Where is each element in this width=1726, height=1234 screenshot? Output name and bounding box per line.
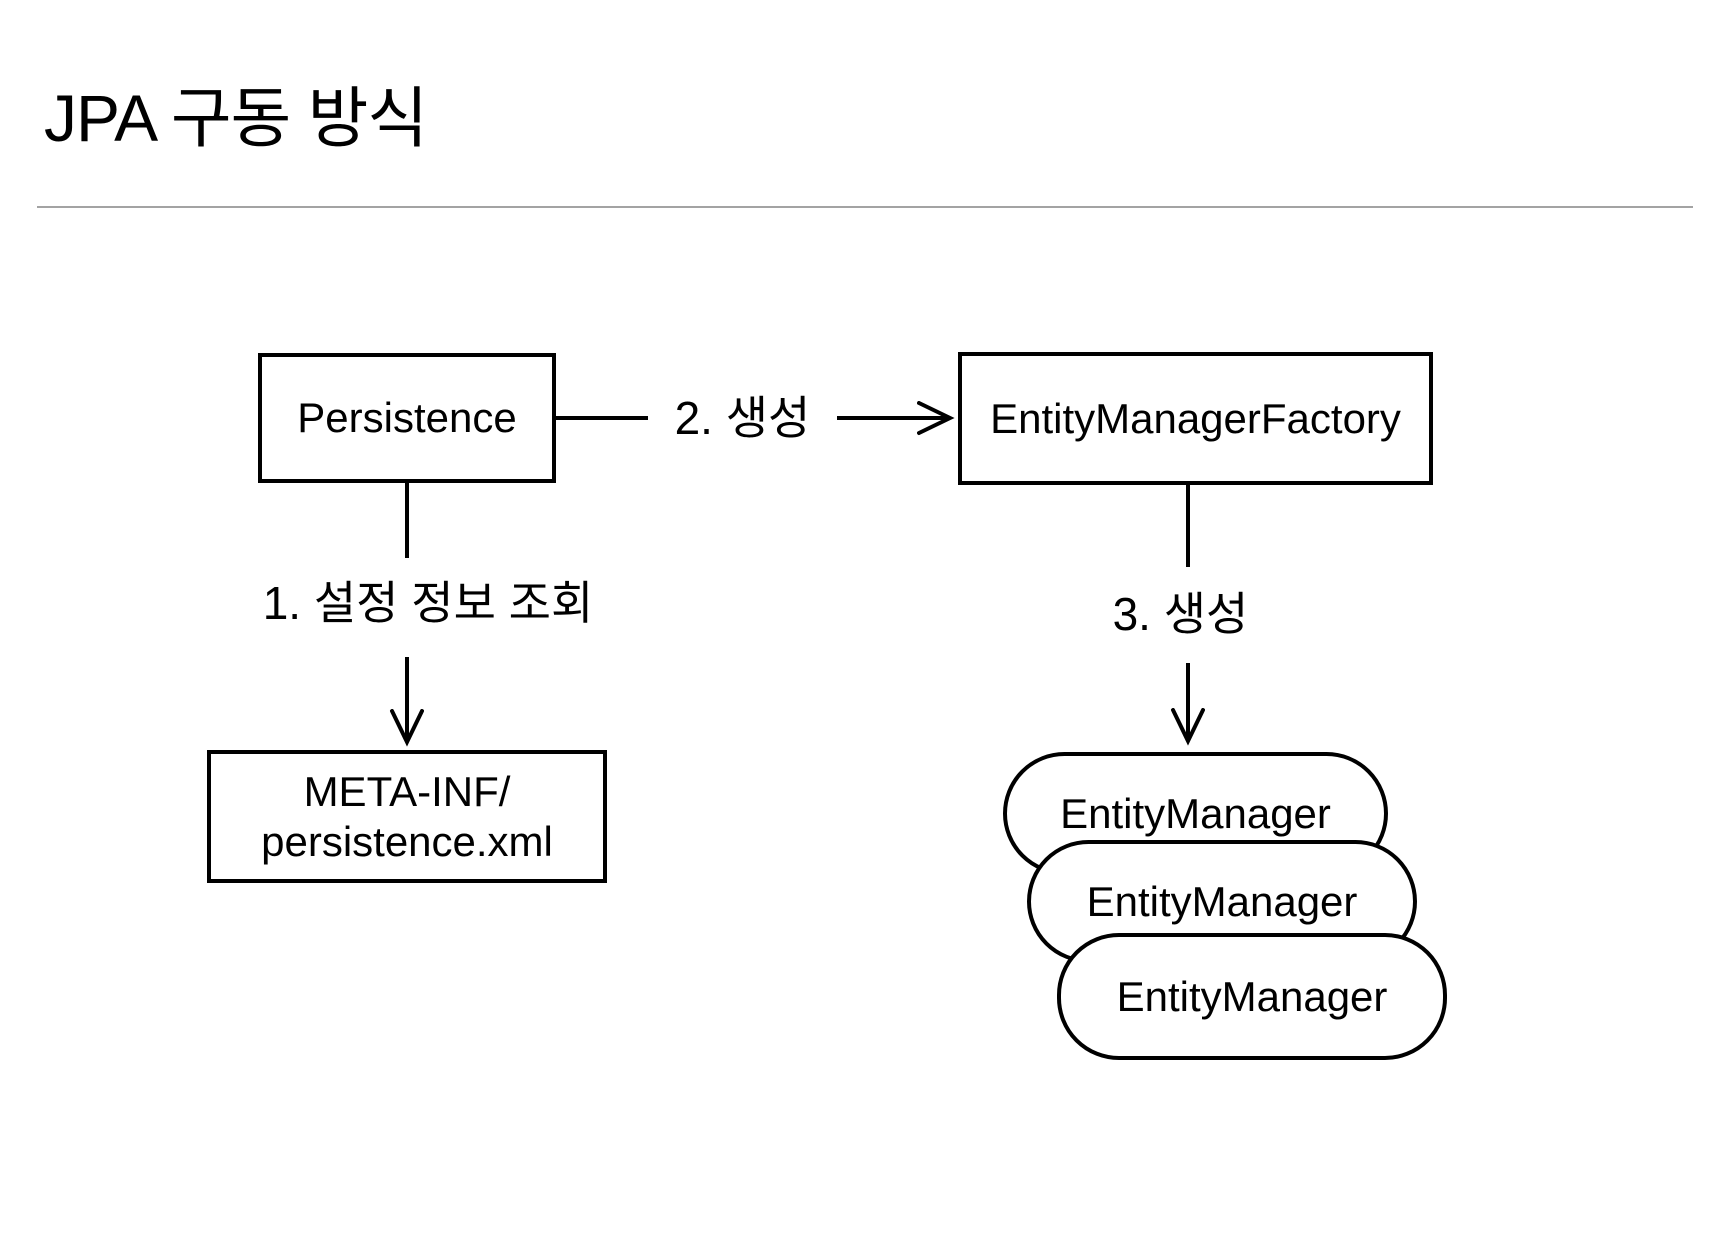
- entity-manager-factory-box: EntityManagerFactory: [958, 352, 1433, 485]
- persistence-label: Persistence: [297, 394, 517, 441]
- step3-create-label: 3. 생성: [1112, 588, 1249, 640]
- entity-manager-box-3: EntityManager: [1057, 933, 1447, 1060]
- meta-inf-line2: persistence.xml: [261, 817, 553, 865]
- persistence-box: Persistence: [258, 353, 556, 483]
- page-title: JPA 구동 방식: [44, 81, 428, 155]
- step1-config-lookup-label: 1. 설정 정보 조회: [262, 577, 594, 629]
- entity-manager-factory-label: EntityManagerFactory: [990, 394, 1401, 442]
- entity-manager-label-1: EntityManager: [1060, 789, 1331, 837]
- step2-create-label: 2. 생성: [674, 392, 811, 444]
- meta-inf-persistence-xml-box: META-INF/ persistence.xml: [207, 750, 607, 883]
- meta-inf-line1: META-INF/: [303, 767, 511, 815]
- title-divider: [37, 206, 1693, 208]
- entity-manager-label-2: EntityManager: [1086, 877, 1358, 925]
- entity-manager-label-3: EntityManager: [1116, 972, 1388, 1020]
